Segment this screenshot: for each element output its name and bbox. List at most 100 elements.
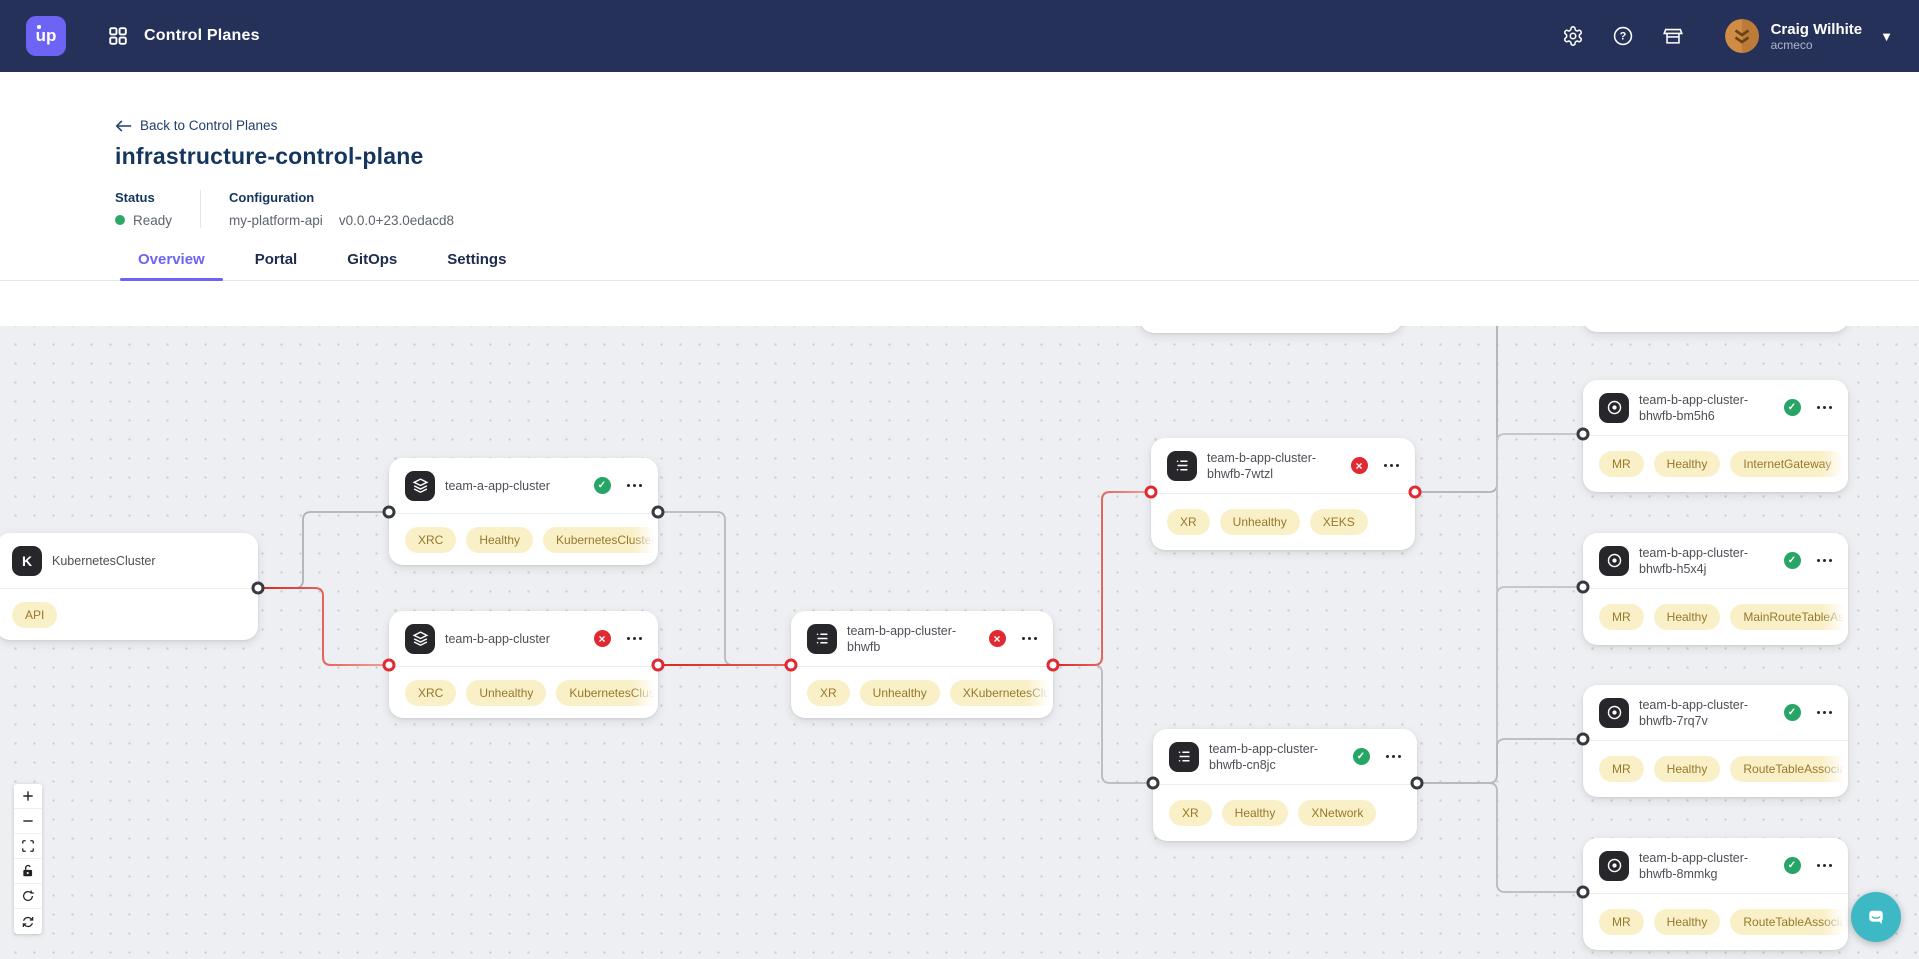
- tab-settings[interactable]: Settings: [447, 251, 507, 268]
- graph-canvas[interactable]: K KubernetesCluster API team-a-app-clust…: [0, 326, 1919, 959]
- badge: Healthy: [466, 526, 534, 553]
- node-team-a-app-cluster[interactable]: team-a-app-cluster XRC Healthy Kubernete…: [389, 458, 658, 565]
- port-source: [251, 581, 265, 595]
- node-title: team-b-app-cluster: [445, 631, 550, 646]
- help-icon[interactable]: ?: [1611, 24, 1635, 48]
- badge: MR: [1599, 604, 1644, 630]
- node-divider: [389, 666, 658, 667]
- page-title: infrastructure-control-plane: [115, 143, 424, 169]
- node-menu-button[interactable]: [1016, 633, 1044, 645]
- marketplace-icon[interactable]: [1661, 24, 1685, 48]
- port-source-error: [1408, 485, 1422, 499]
- node-divider: [1583, 588, 1848, 589]
- node-team-b-app-cluster-bhwfb-bm5h6[interactable]: team-b-app-cluster-bhwfb-bm5h6 MR Health…: [1583, 380, 1848, 492]
- configuration-version: v0.0.0+23.0edacd8: [338, 213, 455, 228]
- node-title: team-a-app-cluster: [445, 478, 550, 493]
- node-team-b-app-cluster-bhwfb-7wtzl[interactable]: team-b-app-cluster-bhwfb-7wtzl XR Unheal…: [1151, 438, 1415, 550]
- port-target: [1576, 732, 1590, 746]
- back-link[interactable]: Back to Control Planes: [115, 118, 277, 133]
- node-partial-top-right[interactable]: [1583, 326, 1848, 332]
- badge: XRC: [405, 526, 457, 553]
- tab-portal[interactable]: Portal: [254, 251, 298, 268]
- node-title: team-b-app-cluster-bhwfb-cn8jc: [1209, 741, 1319, 772]
- tab-gitops[interactable]: GitOps: [347, 251, 398, 268]
- chevron-down-icon: ▼: [1880, 28, 1893, 44]
- chat-launcher[interactable]: [1851, 892, 1901, 942]
- configuration-name[interactable]: my-platform-api: [229, 213, 323, 228]
- unhealthy-x-icon: [593, 630, 611, 647]
- reset-view-button[interactable]: [14, 884, 42, 909]
- port-target: [382, 505, 396, 519]
- node-menu-button[interactable]: [1811, 860, 1839, 872]
- badge: XEKS: [1309, 509, 1368, 535]
- node-menu-button[interactable]: [1380, 751, 1408, 763]
- port-target-error: [382, 658, 396, 672]
- list-icon: [1167, 450, 1197, 481]
- status-label: Status: [115, 190, 155, 205]
- node-menu-button[interactable]: [621, 633, 649, 645]
- edge-cn8jc-to-h5x4j: [1417, 586, 1583, 784]
- node-menu-button[interactable]: [1811, 555, 1839, 567]
- node-divider: [1583, 740, 1848, 741]
- node-team-b-app-cluster-bhwfb-8mmkg[interactable]: team-b-app-cluster-bhwfb-8mmkg MR Health…: [1583, 838, 1848, 950]
- healthy-check-icon: [1783, 399, 1801, 416]
- page-header: Back to Control Planes infrastructure-co…: [0, 118, 1919, 228]
- badge: Healthy: [1653, 604, 1721, 630]
- settings-icon[interactable]: [1561, 24, 1585, 48]
- node-team-b-app-cluster[interactable]: team-b-app-cluster XRC Unhealthy Kuberne…: [389, 611, 658, 718]
- port-target-error: [1144, 485, 1158, 499]
- node-team-b-app-cluster-bhwfb-h5x4j[interactable]: team-b-app-cluster-bhwfb-h5x4j MR Health…: [1583, 533, 1848, 645]
- list-icon: [807, 623, 837, 654]
- badge: Unhealthy: [1219, 509, 1300, 535]
- badge: Healthy: [1653, 909, 1721, 935]
- status-column: Status Ready: [115, 190, 200, 228]
- badge: MR: [1599, 909, 1644, 935]
- node-divider: [1151, 493, 1415, 494]
- badge: Healthy: [1653, 756, 1721, 782]
- tab-overview[interactable]: Overview: [120, 251, 223, 281]
- unhealthy-x-icon: [988, 630, 1006, 647]
- grid-icon[interactable]: [106, 24, 130, 48]
- user-menu[interactable]: Craig Wilhite acmeco ▼: [1724, 19, 1893, 53]
- kubernetes-cluster-icon: K: [12, 545, 42, 576]
- badge: Unhealthy: [466, 679, 547, 706]
- badge: KubernetesCluster: [556, 679, 658, 706]
- badge: KubernetesCluster: [543, 526, 658, 553]
- node-team-b-app-cluster-bhwfb[interactable]: team-b-app-cluster-bhwfb XR Unhealthy XK…: [791, 611, 1053, 718]
- node-menu-button[interactable]: [621, 480, 649, 492]
- node-title: team-b-app-cluster-bhwfb-bm5h6: [1639, 392, 1749, 423]
- refresh-layout-button[interactable]: [14, 909, 42, 934]
- tab-bar: Overview Portal GitOps Settings: [0, 251, 1919, 281]
- node-title: team-b-app-cluster-bhwfb-7rq7v: [1639, 697, 1749, 728]
- target-icon: [1599, 850, 1629, 881]
- badge: InternetGateway: [1730, 451, 1845, 477]
- badge: MainRouteTableAssociation: [1730, 604, 1848, 630]
- fit-view-button[interactable]: [14, 834, 42, 859]
- user-name: Craig Wilhite: [1770, 20, 1863, 38]
- node-menu-button[interactable]: [1378, 460, 1406, 472]
- healthy-check-icon: [1783, 857, 1801, 874]
- zoom-in-button[interactable]: [14, 784, 42, 809]
- badge: MR: [1599, 451, 1644, 477]
- target-icon: [1599, 392, 1629, 423]
- avatar: [1724, 19, 1759, 53]
- node-menu-button[interactable]: [1811, 707, 1839, 719]
- edge-cn8jc-to-bm5h6: [1417, 433, 1583, 784]
- chat-bubble-icon: [1869, 910, 1883, 925]
- node-partial-top-middle[interactable]: [1140, 326, 1402, 333]
- port-target: [1146, 776, 1160, 790]
- upbound-logo[interactable]: up: [26, 16, 66, 56]
- edge-bhwfb-to-cn8jc: [1053, 664, 1153, 784]
- lock-button[interactable]: [14, 859, 42, 884]
- node-kubernetes-cluster[interactable]: K KubernetesCluster API: [0, 533, 258, 640]
- healthy-check-icon: [593, 477, 611, 494]
- top-navbar: up Control Planes ? Craig Wilhite acmeco…: [0, 0, 1919, 72]
- node-menu-button[interactable]: [1811, 402, 1839, 414]
- healthy-check-icon: [1783, 552, 1801, 569]
- port-source-error: [651, 658, 665, 672]
- zoom-out-button[interactable]: [14, 809, 42, 834]
- badge: Unhealthy: [859, 679, 940, 706]
- node-team-b-app-cluster-bhwfb-7rq7v[interactable]: team-b-app-cluster-bhwfb-7rq7v MR Health…: [1583, 685, 1848, 797]
- node-team-b-app-cluster-bhwfb-cn8jc[interactable]: team-b-app-cluster-bhwfb-cn8jc XR Health…: [1153, 729, 1417, 841]
- logo-text: up: [35, 26, 57, 45]
